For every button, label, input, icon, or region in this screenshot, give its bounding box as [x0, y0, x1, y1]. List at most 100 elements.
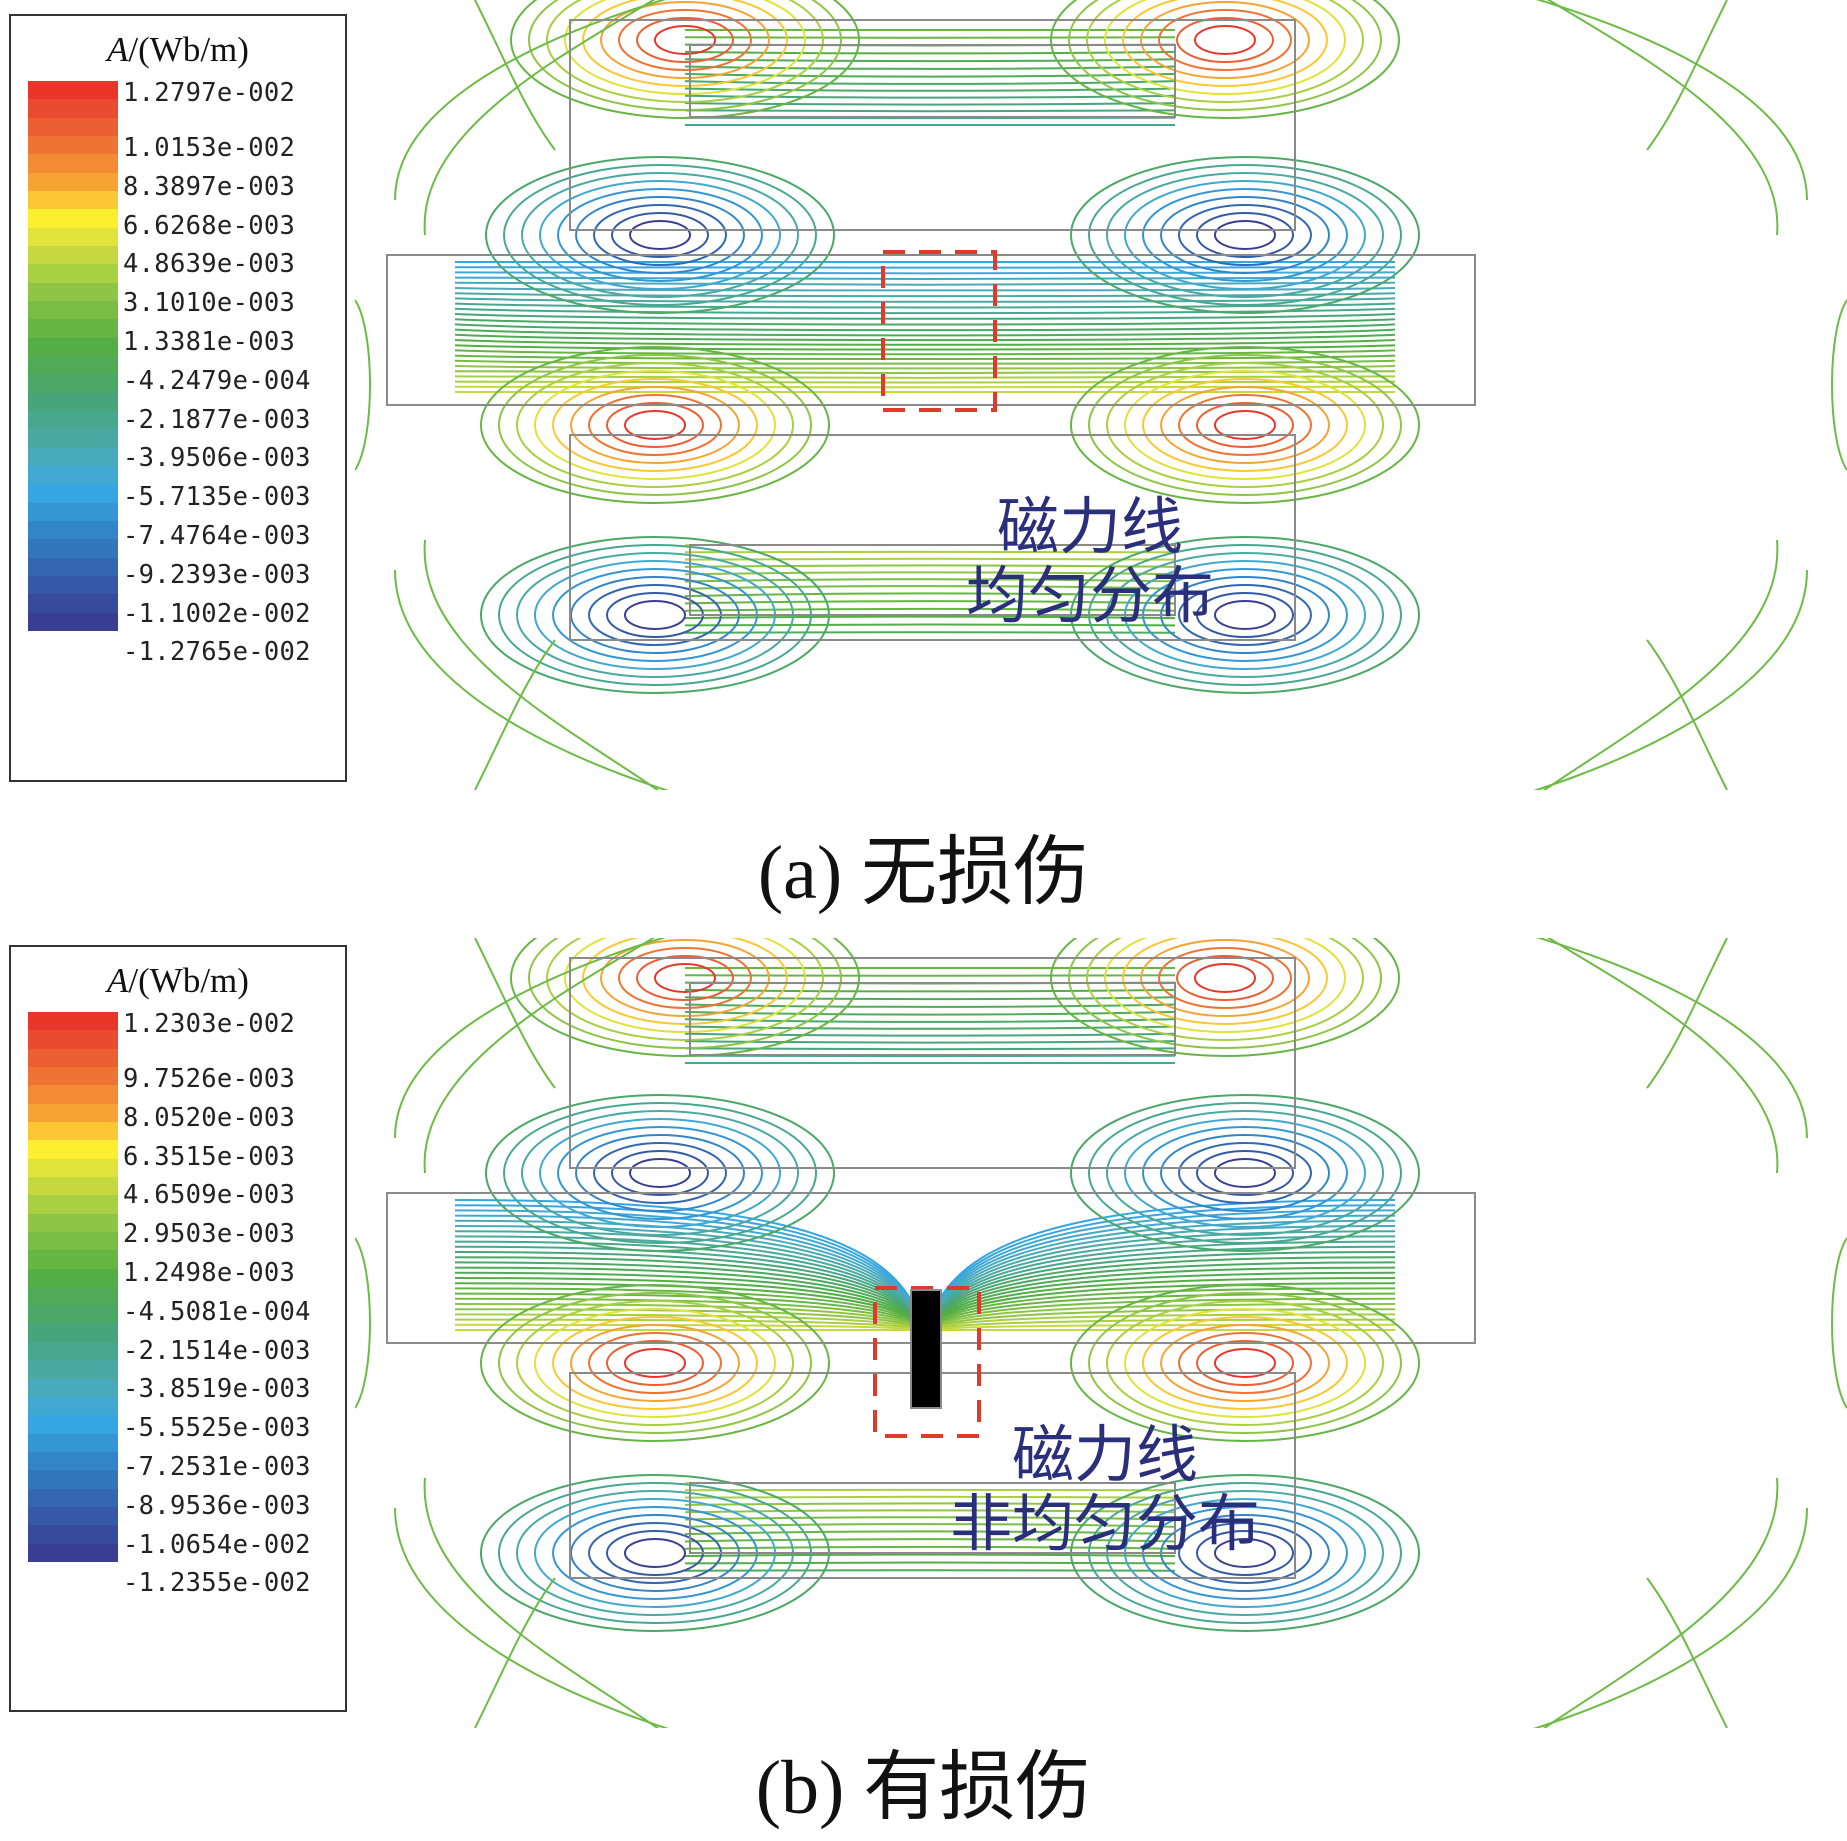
contour-line [454, 1240, 1396, 1316]
contour-line [454, 313, 1396, 320]
contour-line [684, 1003, 1176, 1008]
contour-line [684, 109, 1176, 113]
contour-loop [570, 1324, 740, 1402]
contour-loop [606, 1530, 704, 1576]
field-line [474, 1577, 556, 1728]
legend-tick-label: -1.0654e-002 [123, 1529, 311, 1560]
legend-tick-label: -1.2765e-002 [123, 637, 311, 668]
contour-loop [564, 938, 806, 1033]
colorbar-band [28, 1488, 118, 1507]
field-line [474, 639, 556, 790]
contour-line [684, 615, 1176, 620]
colorbar-band [28, 1360, 118, 1379]
contour-loop [1214, 220, 1276, 250]
colorbar-band [28, 154, 118, 173]
field-line [423, 938, 656, 1174]
contour-line [684, 585, 1176, 590]
colorbar-band [28, 484, 118, 503]
contour-loop [618, 9, 752, 71]
caption-b: (b) 有损伤 [755, 1746, 1092, 1830]
colorbar-band [28, 337, 118, 356]
contour-loop [629, 1158, 691, 1188]
contour-loop [1140, 1, 1310, 79]
contour-loop [1070, 346, 1420, 504]
field-line [423, 539, 660, 790]
field-line [355, 299, 371, 471]
field-line [1646, 1577, 1728, 1728]
contour-loop [546, 0, 824, 103]
contour-line [684, 87, 1176, 92]
colorbar [28, 1012, 118, 1562]
contour-loop [485, 1094, 835, 1252]
colorbar-band [28, 135, 118, 155]
lower-window-outline [689, 544, 1176, 616]
colorbar-band [28, 410, 118, 430]
lower-window-outline [689, 1482, 1176, 1554]
contour-loop [1088, 1102, 1402, 1244]
inspection-region-box [873, 1286, 981, 1438]
contour-loop [1178, 204, 1312, 266]
colorbar-band [28, 1268, 118, 1287]
contour-line [454, 1261, 1396, 1320]
colorbar-band [28, 1085, 118, 1104]
colorbar-band [28, 117, 118, 136]
contour-line [684, 988, 1176, 993]
contour-loop [1050, 938, 1400, 1057]
colorbar-band [28, 594, 118, 613]
legend-tick-label: 2.9503e-003 [123, 1219, 296, 1250]
contour-loop [1124, 370, 1366, 480]
legend-tick-label: -1.1002e-002 [123, 598, 311, 629]
field-line [394, 1507, 669, 1728]
legend-tick-label: -2.1514e-003 [123, 1335, 311, 1366]
contour-loop [1106, 172, 1384, 298]
contour-line [454, 302, 1396, 309]
colorbar-band [28, 612, 118, 631]
field-line [1546, 938, 1779, 1174]
contour-line [454, 323, 1396, 332]
legend-tick-label: -5.5525e-003 [123, 1413, 311, 1444]
lower-yoke-outline [569, 434, 1296, 641]
contour-loop [1214, 600, 1276, 630]
contour-line [684, 72, 1176, 78]
contour-loop [528, 0, 842, 111]
contour-loop [521, 1110, 799, 1236]
contour-loop [1088, 1292, 1402, 1434]
dashed-region [881, 250, 997, 412]
contour-loop [503, 164, 817, 306]
upper-window-outline [689, 982, 1176, 1056]
contour-line [684, 607, 1176, 612]
colorbar-band [28, 1323, 118, 1342]
colorbar-band [28, 1030, 118, 1049]
contour-loop [1196, 1340, 1294, 1386]
caption-a: (a) 无损伤 [757, 831, 1090, 915]
legend-tick-label: 1.2797e-002 [123, 78, 296, 108]
colorbar-band [28, 1066, 118, 1086]
contour-loop [516, 362, 794, 488]
contour-line [684, 592, 1176, 598]
contour-loop [636, 955, 734, 1001]
contour-line [454, 1204, 1396, 1310]
colorbar-band [28, 355, 118, 375]
colorbar-band [28, 319, 118, 338]
contour-loop [1214, 1538, 1276, 1568]
contour-line [454, 1235, 1396, 1315]
colorbar-band [28, 502, 118, 521]
legend-tick-label: 4.6509e-003 [123, 1180, 296, 1211]
contour-loop [606, 592, 704, 638]
contour-loop [1122, 0, 1328, 87]
legend-tick-label: 1.0153e-002 [123, 133, 296, 163]
legend-tick-label: 6.3515e-003 [123, 1141, 296, 1172]
colorbar-band [28, 1195, 118, 1214]
contour-loop [1140, 939, 1310, 1017]
field-line [1646, 639, 1728, 790]
colorbar-band [28, 1286, 118, 1306]
contour-loop [1194, 25, 1256, 55]
legend-tick-label: -7.4764e-003 [123, 521, 311, 551]
contour-loop [1196, 402, 1294, 448]
contour-line [684, 1018, 1176, 1023]
contour-loop [1104, 938, 1346, 1033]
colorbar-band [28, 99, 118, 118]
contour-line [684, 571, 1176, 576]
